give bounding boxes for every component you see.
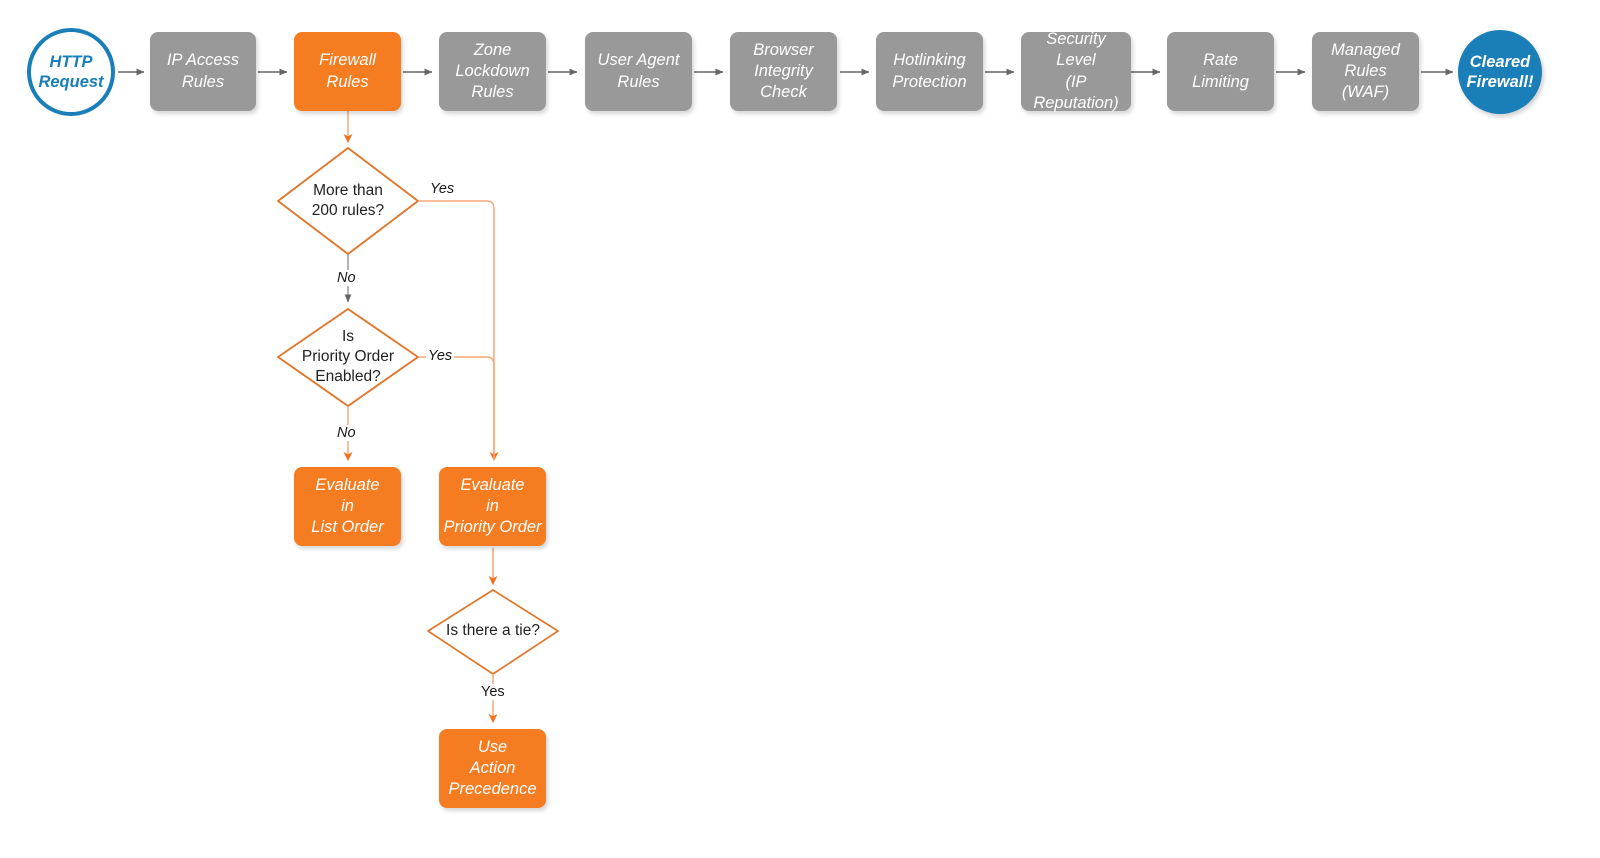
node-browser-integrity-check[interactable]: Browser Integrity Check: [730, 32, 837, 111]
node-security-level[interactable]: Security Level (IP Reputation): [1021, 30, 1131, 112]
node-evaluate-in-priority-order[interactable]: Evaluate in Priority Order: [439, 467, 546, 546]
diamond-more-than-200-rules: [277, 147, 419, 255]
node-hotlinking-protection[interactable]: Hotlinking Protection: [876, 32, 983, 111]
node-user-agent-rules[interactable]: User Agent Rules: [585, 32, 692, 111]
node-managed-rules-waf[interactable]: Managed Rules (WAF): [1312, 32, 1419, 111]
diamond-is-there-a-tie: [427, 589, 559, 675]
node-ip-access-rules[interactable]: IP Access Rules: [150, 32, 256, 111]
node-http-request[interactable]: HTTP Request: [27, 28, 115, 116]
edge-more-rules-yes: [418, 200, 499, 461]
node-zone-lockdown-rules[interactable]: Zone Lockdown Rules: [439, 32, 546, 111]
node-cleared-firewall[interactable]: Cleared Firewall!: [1458, 30, 1542, 114]
diamond-is-priority-order-enabled: [277, 308, 419, 407]
node-evaluate-in-list-order[interactable]: Evaluate in List Order: [294, 467, 401, 546]
node-rate-limiting[interactable]: Rate Limiting: [1167, 32, 1274, 111]
node-use-action-precedence[interactable]: Use Action Precedence: [439, 729, 546, 808]
edge-priority-order-yes: [418, 356, 495, 460]
node-firewall-rules[interactable]: Firewall Rules: [294, 32, 401, 111]
